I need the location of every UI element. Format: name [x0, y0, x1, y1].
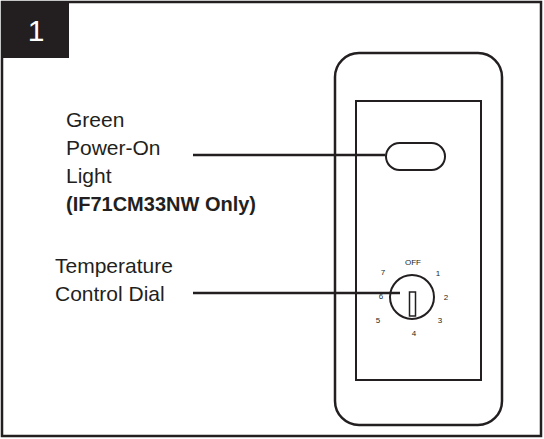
callout-label: Green Power-On Light [66, 106, 194, 190]
control-panel-housing [335, 53, 502, 425]
dial-setting: 3 [438, 316, 442, 325]
dial-pointer [410, 292, 416, 316]
power-on-light [386, 143, 445, 170]
callout-label: Temperature Control Dial [55, 252, 195, 308]
step-number-box: 1 [3, 3, 69, 58]
dial-setting: 6 [379, 292, 383, 301]
dial-setting: 7 [381, 268, 385, 277]
dial-setting: OFF [405, 258, 421, 267]
model-note: (IF71CM33NW Only) [66, 190, 256, 218]
dial-setting: 2 [444, 293, 448, 302]
leader-line [193, 154, 385, 157]
step-number: 1 [28, 14, 45, 48]
control-panel-plate [356, 101, 481, 380]
temperature-dial [390, 275, 434, 319]
dial-setting: 5 [376, 316, 380, 325]
dial-setting: 1 [436, 269, 440, 278]
figure-frame [2, 2, 541, 436]
leader-line [193, 292, 400, 295]
dial-setting: 4 [412, 329, 416, 338]
